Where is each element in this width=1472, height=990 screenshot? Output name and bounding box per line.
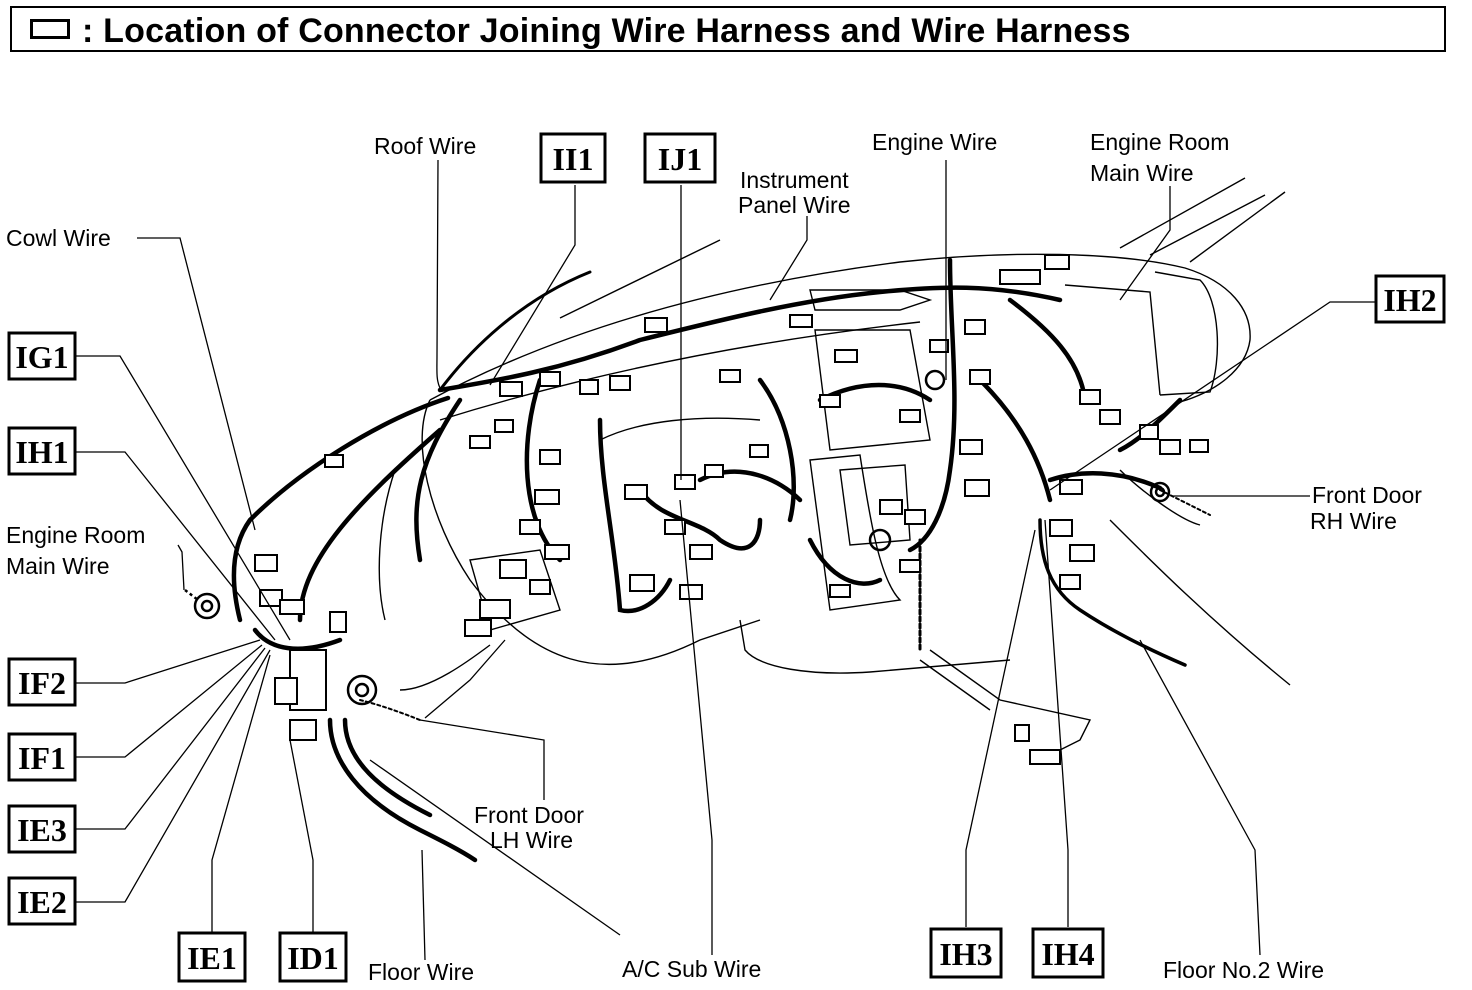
label-instrument-panel-2: Panel Wire [738, 192, 850, 218]
connector-blocks [254, 254, 1209, 765]
label-front-door-rh-1: Front Door [1312, 482, 1422, 508]
label-roof-wire: Roof Wire [374, 133, 476, 159]
title-box: : Location of Connector Joining Wire Har… [10, 6, 1446, 52]
connector-IH4: IH4 [1041, 936, 1094, 972]
leader-lines [76, 159, 1375, 961]
connector-IJ1: IJ1 [658, 141, 702, 177]
label-engine-wire: Engine Wire [872, 129, 997, 155]
label-cowl-wire: Cowl Wire [6, 225, 111, 251]
wire-labels: Roof Wire Cowl Wire Instrument Panel Wir… [6, 129, 1422, 985]
connector-ID1: ID1 [287, 940, 339, 976]
connector-codes: II1 IJ1 IG1 IH1 IF2 IF1 IE3 IE2 IE1 ID1 … [15, 141, 1436, 976]
label-engine-room-main-left-1: Engine Room [6, 522, 145, 548]
connector-symbol-icon [30, 19, 70, 39]
label-instrument-panel-1: Instrument [740, 167, 849, 193]
connector-IH1: IH1 [15, 434, 68, 470]
connector-code-boxes [7, 132, 1446, 983]
connector-IE2: IE2 [17, 884, 67, 920]
harness-wires [231, 257, 1211, 863]
label-front-door-lh-1: Front Door [474, 802, 584, 828]
grommets [184, 369, 1171, 706]
connector-IE3: IE3 [17, 812, 67, 848]
connector-IF1: IF1 [18, 740, 66, 776]
label-floor-wire: Floor Wire [368, 959, 474, 985]
label-engine-room-main-right-1: Engine Room [1090, 129, 1229, 155]
connector-II1: II1 [553, 141, 594, 177]
label-engine-room-main-right-2: Main Wire [1090, 160, 1194, 186]
connector-IH3: IH3 [939, 936, 992, 972]
label-floor-no2-wire: Floor No.2 Wire [1163, 957, 1324, 983]
label-front-door-lh-2: LH Wire [490, 827, 573, 853]
label-ac-sub-wire: A/C Sub Wire [622, 956, 761, 982]
label-front-door-rh-2: RH Wire [1310, 508, 1397, 534]
label-engine-room-main-left-2: Main Wire [6, 553, 110, 579]
connector-IG1: IG1 [15, 339, 68, 375]
dashboard-outline [378, 177, 1291, 761]
page-title: : Location of Connector Joining Wire Har… [82, 12, 1131, 50]
connector-IF2: IF2 [18, 665, 66, 701]
connector-IH2: IH2 [1383, 282, 1436, 318]
connector-IE1: IE1 [187, 940, 237, 976]
